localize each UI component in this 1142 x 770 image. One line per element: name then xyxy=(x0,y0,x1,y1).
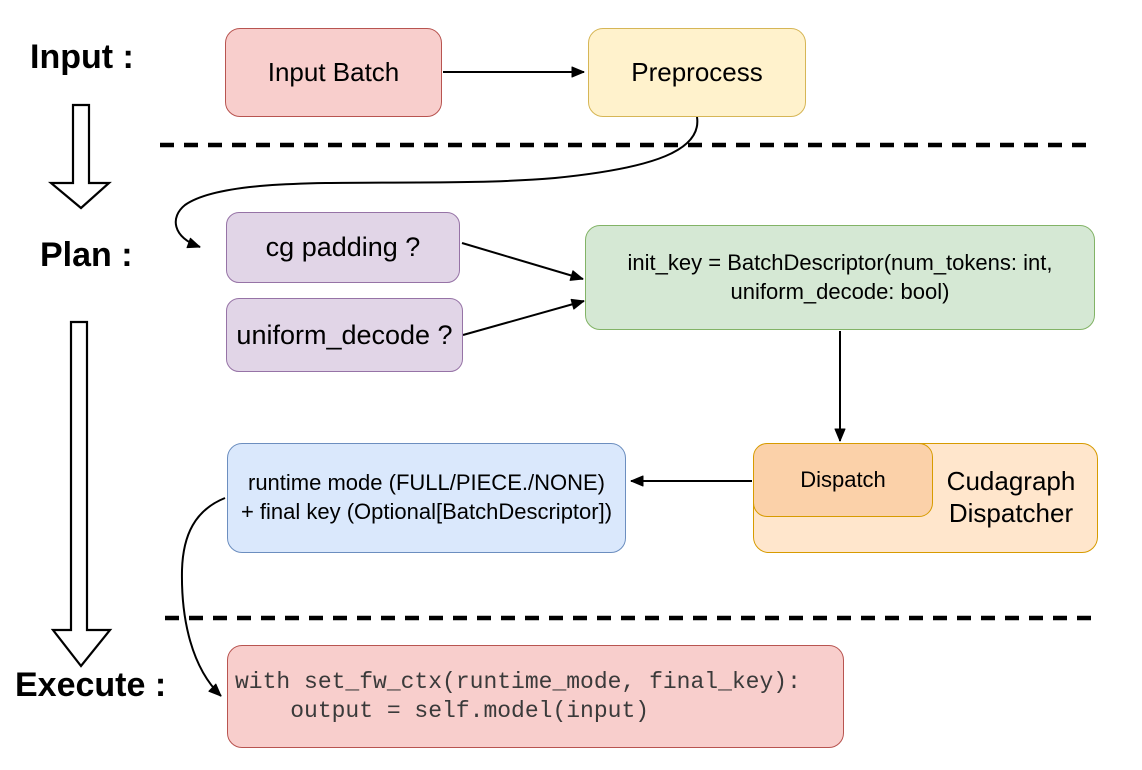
box-runtime-mode: runtime mode (FULL/PIECE./NONE) + final … xyxy=(227,443,626,553)
label-input: Input : xyxy=(30,38,134,76)
box-input-batch: Input Batch xyxy=(225,28,442,117)
box-dispatch: Dispatch xyxy=(753,443,933,517)
init-key-line2: uniform_decode: bool) xyxy=(730,278,950,304)
box-execute-code: with set_fw_ctx(runtime_mode, final_key)… xyxy=(227,645,844,748)
box-uniform-decode: uniform_decode ? xyxy=(226,298,463,372)
connector-uniform-decode-to-init-key xyxy=(462,298,585,336)
cudagraph-dispatcher-label: Cudagraph Dispatcher xyxy=(946,466,1076,528)
box-init-key: init_key = BatchDescriptor(num_tokens: i… xyxy=(585,225,1095,330)
connector-preprocess-to-cg-padding xyxy=(174,116,699,249)
execute-code-line2: output = self.model(input) xyxy=(235,697,650,724)
box-preprocess: Preprocess xyxy=(588,28,806,117)
execute-code-line1: with set_fw_ctx(runtime_mode, final_key)… xyxy=(235,668,801,695)
init-key-line1: init_key = BatchDescriptor(num_tokens: i… xyxy=(627,249,1053,275)
runtime-mode-line2: + final key (Optional[BatchDescriptor]) xyxy=(240,499,613,524)
label-execute: Execute : xyxy=(15,666,167,704)
label-plan: Plan : xyxy=(40,236,133,274)
connector-runtime-mode-to-execute-code xyxy=(180,497,226,697)
runtime-mode-line1: runtime mode (FULL/PIECE./NONE) xyxy=(248,470,605,496)
connector-cg-padding-to-init-key xyxy=(461,242,584,281)
box-cg-padding: cg padding ? xyxy=(226,212,460,283)
flow-arrow-input-to-plan xyxy=(47,103,112,210)
flow-arrow-plan-to-execute xyxy=(50,320,113,668)
